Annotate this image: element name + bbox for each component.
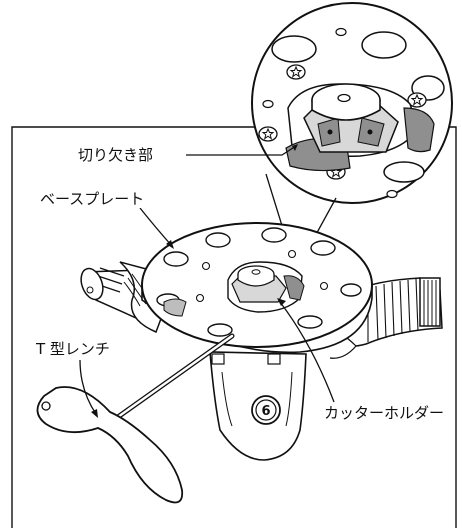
plate-hole: [163, 251, 189, 267]
detail-screw: [258, 126, 278, 142]
label-notch: 切り欠き部: [76, 146, 156, 164]
t-wrench: [36, 333, 235, 504]
plate-hole: [207, 323, 233, 337]
label-cutter-holder: カッターホルダー: [322, 404, 447, 422]
leader-notch: [186, 145, 297, 156]
magnified-detail: [251, 2, 453, 204]
leader-wrench: [79, 359, 97, 415]
number-badge: 6: [251, 395, 281, 425]
plate-hole: [297, 315, 323, 329]
leader-base: [139, 207, 173, 247]
base-plate: [141, 222, 373, 354]
leader-holder: [279, 301, 335, 403]
plate-hole: [340, 283, 362, 297]
label-t-wrench: T 型レンチ: [34, 340, 112, 358]
detail-screw: [407, 92, 427, 108]
detail-hole: [383, 161, 425, 183]
badge-number: 6: [261, 404, 270, 419]
detail-hole: [361, 31, 407, 59]
plate-hole: [310, 240, 336, 256]
plate-hole: [205, 232, 231, 248]
leader-lines: [79, 144, 335, 418]
detail-screw: [286, 64, 306, 80]
detail-hole: [271, 35, 317, 63]
label-base-plate: ベースプレート: [38, 190, 147, 208]
lower-housing: 6: [209, 351, 307, 461]
plate-hole: [261, 227, 287, 243]
